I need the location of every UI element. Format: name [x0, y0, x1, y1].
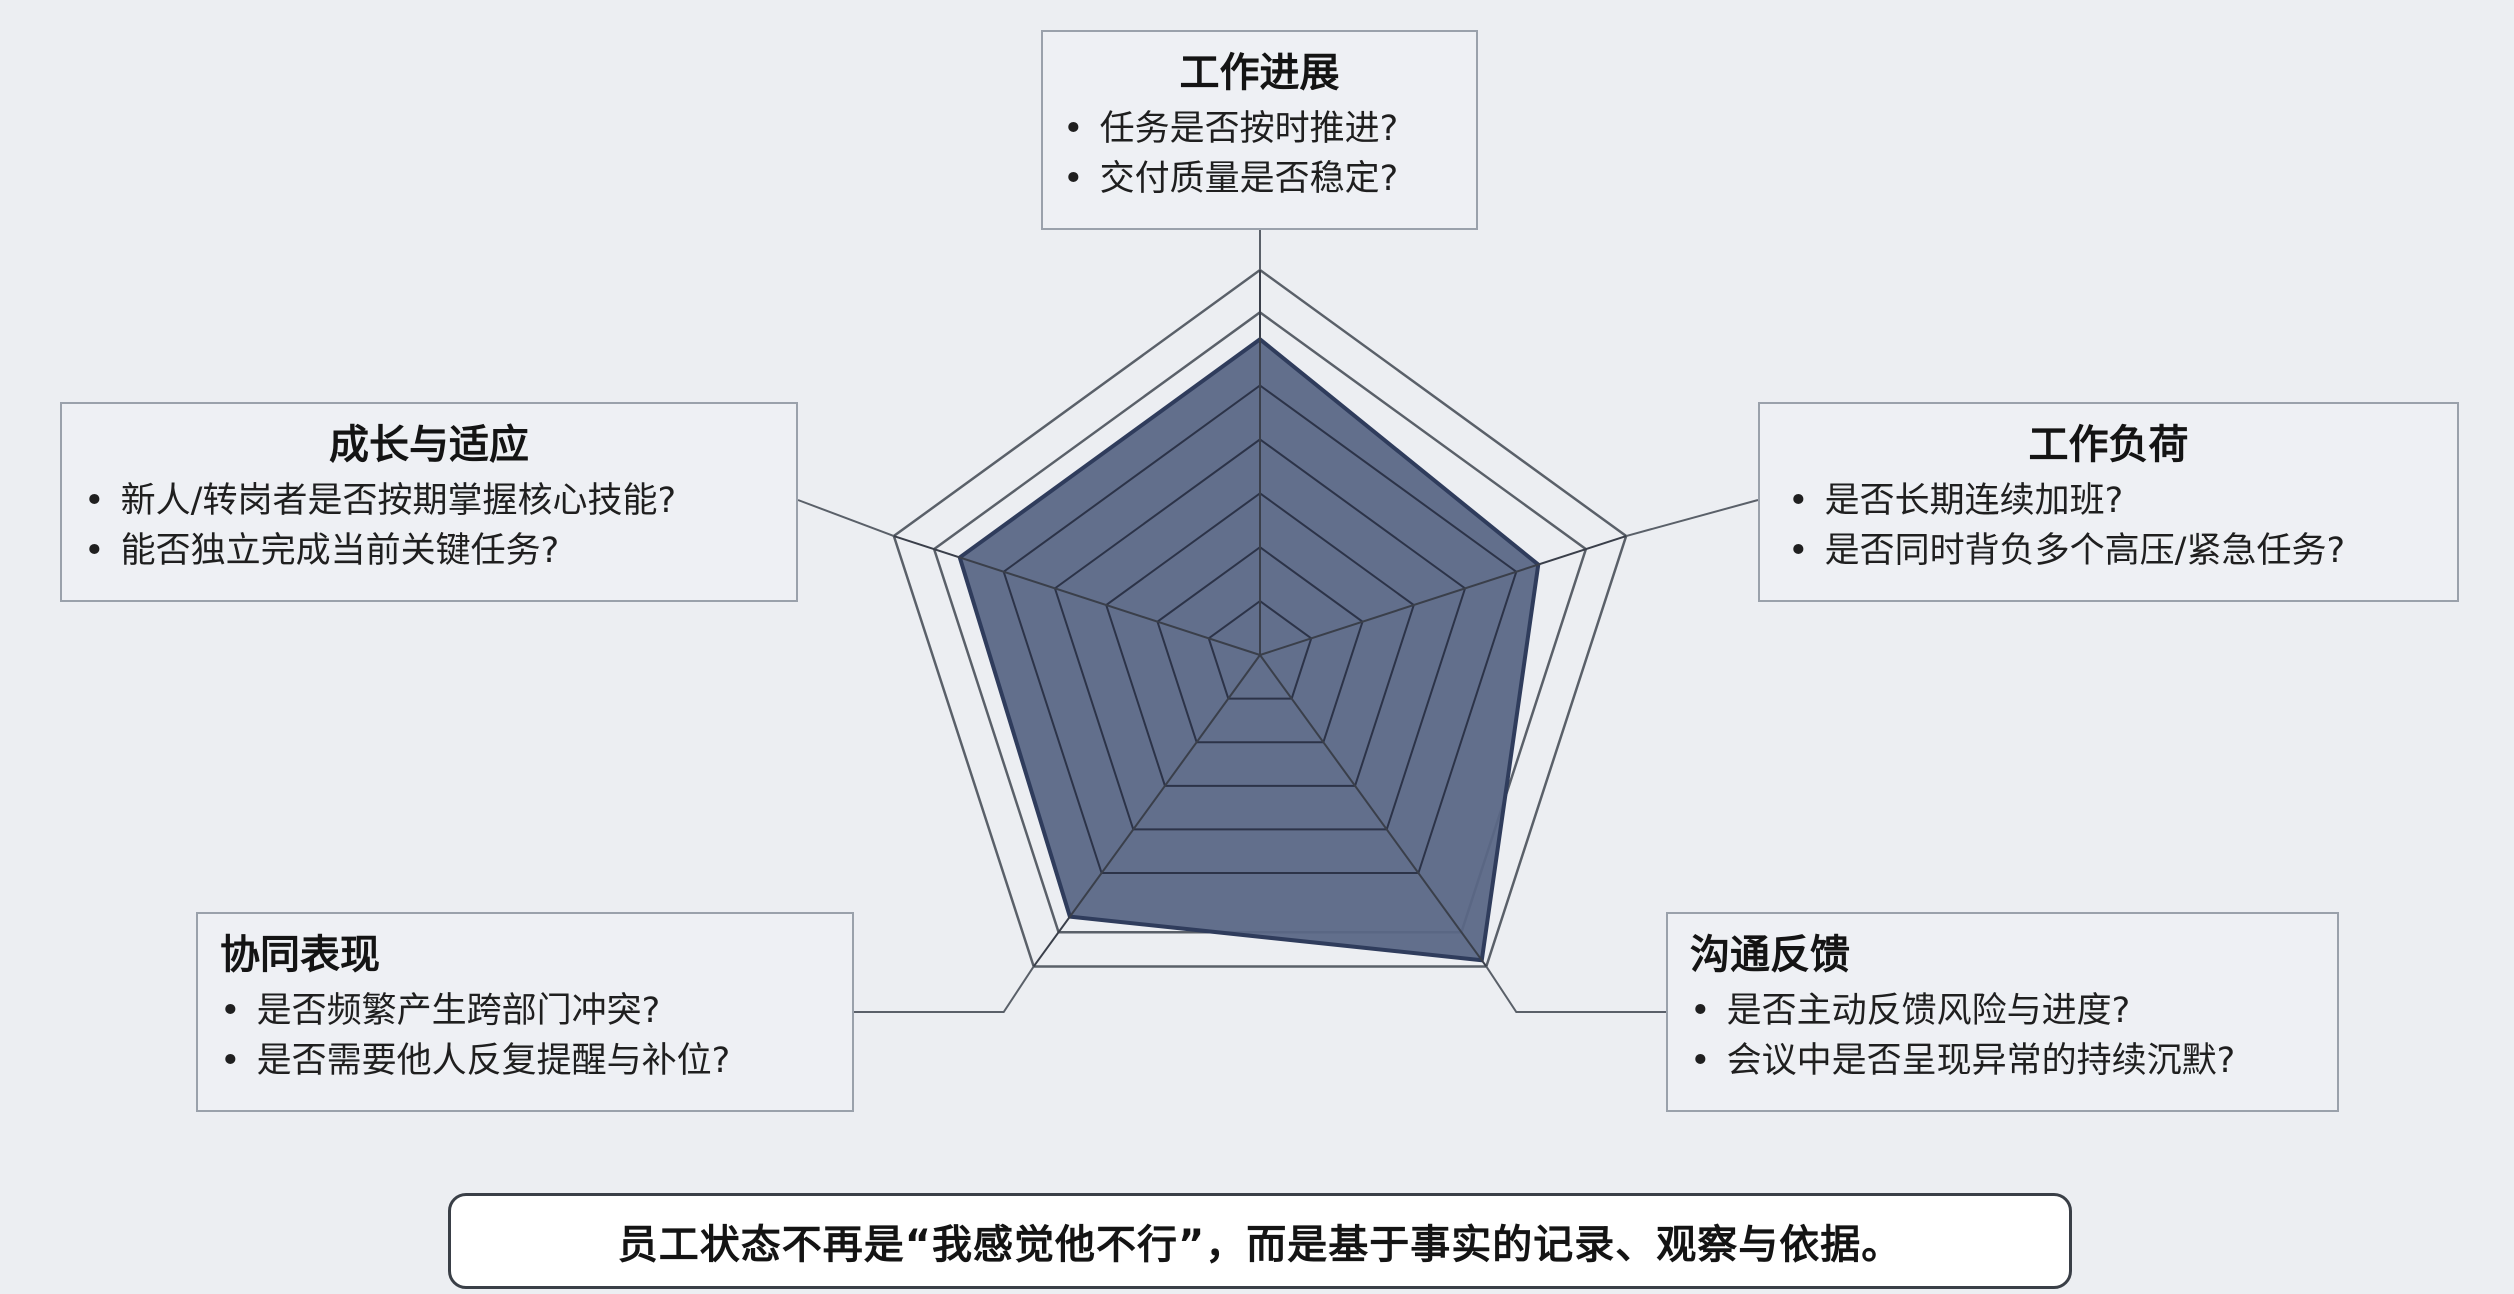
dimension-box-collaboration: 协同表现 是否频繁产生跨部门冲突? 是否需要他人反复提醒与补位? [196, 912, 854, 1112]
radar-grid-ring [1053, 438, 1467, 831]
dimension-item: 会议中是否呈现异常的持续沉默? [1690, 1036, 2315, 1086]
dimension-box-work-progress: 工作进展 任务是否按时推进? 交付质量是否稳定? [1041, 30, 1478, 230]
dimension-item: 是否主动反馈风险与进度? [1690, 986, 2315, 1036]
radar-grid-ring [1156, 545, 1364, 744]
dimension-title: 工作进展 [1179, 50, 1340, 96]
radar-area [893, 270, 1627, 968]
dimension-title: 沟通反馈 [1690, 932, 1850, 978]
dimension-item: 是否同时背负多个高压/紧急任务? [1788, 526, 2429, 576]
dimension-item: 交付质量是否稳定? [1063, 154, 1456, 204]
dimension-item: 是否频繁产生跨部门冲突? [220, 986, 830, 1036]
radar-spoke [1032, 654, 1261, 968]
radar-grid-ring [1207, 599, 1313, 700]
dimension-item: 是否需要他人反复提醒与补位? [220, 1036, 830, 1086]
radar-grid-ring [1002, 384, 1518, 875]
dimension-title: 工作负荷 [2028, 422, 2189, 468]
connector-line [797, 499, 895, 537]
radar-data-area [957, 337, 1541, 963]
dimension-item: 能否独立完成当前关键任务? [84, 526, 774, 576]
dimension-box-growth-adaptation: 成长与适应 新人/转岗者是否按期掌握核心技能? 能否独立完成当前关键任务? [60, 402, 798, 602]
radar-grid-ring [1105, 492, 1415, 787]
dimension-box-communication: 沟通反馈 是否主动反馈风险与进度? 会议中是否呈现异常的持续沉默? [1666, 912, 2339, 1112]
dimension-item: 新人/转岗者是否按期掌握核心技能? [84, 476, 774, 526]
connector-line [1625, 499, 1759, 537]
dimension-title: 成长与适应 [329, 422, 529, 468]
dimension-item: 是否长期连续加班? [1788, 476, 2429, 526]
radar-grid-ring [892, 268, 1628, 968]
connector-line [1485, 965, 1666, 1013]
radar-spoke [893, 535, 1261, 656]
radar-spoke [1259, 535, 1627, 656]
connector-line [854, 965, 1035, 1013]
dimension-title: 协同表现 [220, 932, 380, 978]
connector-lines [797, 230, 1759, 1013]
caption-box: 员工状态不再是“我感觉他不行”，而是基于事实的记录、观察与依据。 [448, 1193, 2072, 1289]
dimension-item: 任务是否按时推进? [1063, 104, 1456, 154]
caption-text: 员工状态不再是“我感觉他不行”，而是基于事实的记录、观察与依据。 [617, 1222, 1903, 1268]
dimension-box-workload: 工作负荷 是否长期连续加班? 是否同时背负多个高压/紧急任务? [1758, 402, 2459, 602]
radar-spoke [1259, 654, 1488, 968]
